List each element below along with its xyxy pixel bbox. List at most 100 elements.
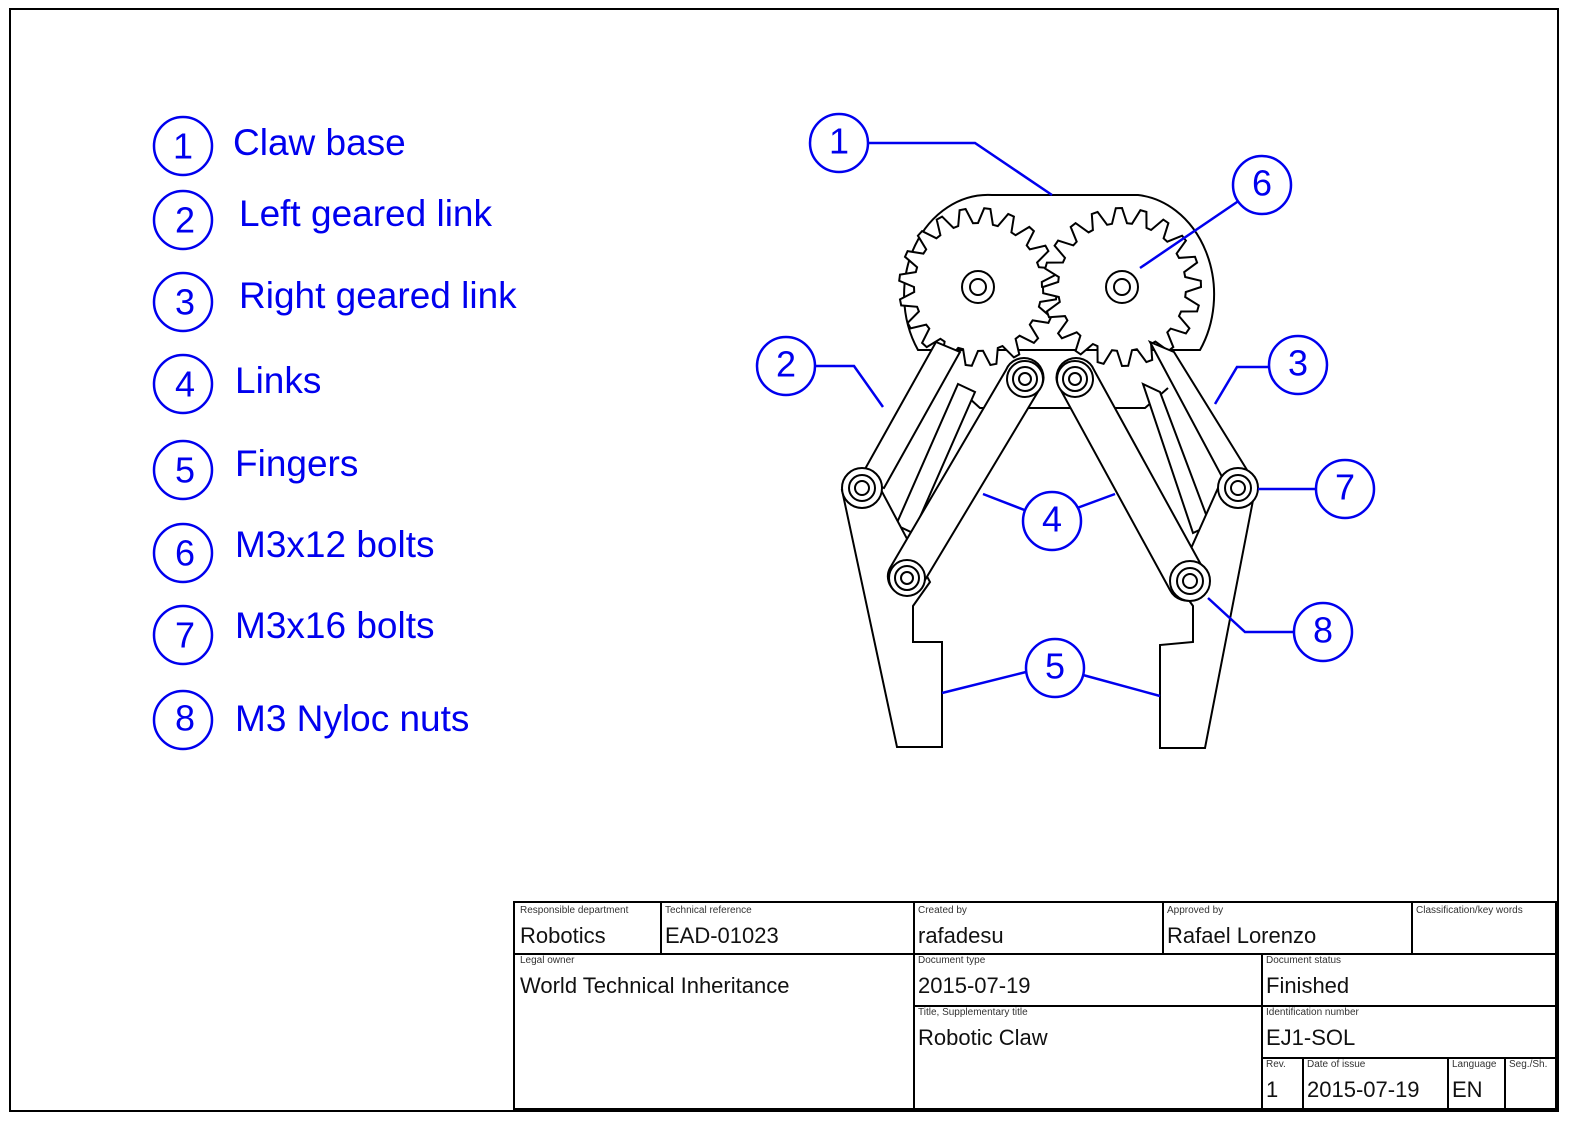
legend-number: 1 (173, 126, 193, 167)
tb-label: Document status (1266, 955, 1342, 966)
tb-classification: Classification/key words (1411, 903, 1557, 955)
right-finger (1159, 486, 1257, 749)
leader-line (941, 670, 1027, 695)
left-finger (840, 486, 943, 748)
legend-balloon-icon (152, 522, 214, 584)
legend-label: Links (235, 360, 321, 401)
tb-value: 1 (1266, 1077, 1279, 1102)
tb-created-by: Created by rafadesu (913, 903, 1164, 955)
tb-value: EN (1452, 1077, 1483, 1102)
legend-balloon-icon (152, 353, 214, 415)
drawing-frame (9, 8, 1559, 1112)
tb-value: rafadesu (918, 923, 1004, 948)
tb-value: 2015-07-19 (1307, 1077, 1420, 1102)
callout-balloon-3 (1267, 334, 1329, 396)
legend-label: Fingers (235, 443, 358, 484)
callout-number: 5 (1045, 646, 1065, 687)
tb-value: Robotics (520, 923, 606, 948)
callout-number: 8 (1313, 610, 1333, 651)
left-geared-link (858, 340, 962, 490)
callout-number: 4 (1042, 499, 1062, 540)
leader-line (1082, 673, 1161, 698)
callout-number: 3 (1288, 343, 1308, 384)
tb-label: Language (1452, 1059, 1497, 1070)
callouts: 1 6 2 3 4 7 8 5 (755, 112, 1376, 699)
callout-balloon-1 (808, 112, 870, 174)
legend-item: 8 M3 Nyloc nuts (152, 689, 469, 751)
legend-balloon-icon (152, 604, 214, 666)
tb-label: Title, Supplementary title (918, 1007, 1028, 1018)
leader-line (1139, 198, 1241, 270)
tb-label: Technical reference (665, 905, 752, 916)
legend-balloon-icon (152, 189, 214, 251)
leader-line (1213, 365, 1270, 405)
callout-number: 6 (1252, 163, 1272, 204)
parts-legend: 1 Claw base 2 Left geared link 3 Right g… (152, 115, 517, 751)
tb-value: EJ1-SOL (1266, 1025, 1356, 1050)
leader-line (868, 141, 1053, 197)
claw-assembly (840, 193, 1259, 749)
legend-balloon-icon (152, 271, 214, 333)
tb-label: Document type (918, 955, 986, 966)
tb-value: Finished (1266, 973, 1350, 998)
pivot-bolt-icon (1006, 360, 1044, 398)
tb-date-of-issue: Date of issue 2015-07-19 (1302, 1057, 1449, 1110)
legend-number: 3 (175, 282, 195, 323)
tb-title: Title, Supplementary title Robotic Claw (913, 1005, 1263, 1110)
tb-document-type: Document type 2015-07-19 (913, 953, 1263, 1007)
tb-label: Approved by (1167, 905, 1224, 916)
callout-balloon-7 (1314, 458, 1376, 520)
tb-document-status: Document status Finished (1261, 953, 1557, 1007)
pivot-bolt-icon (1056, 360, 1094, 398)
callout-balloon-2 (755, 335, 817, 397)
legend-item: 2 Left geared link (152, 189, 493, 251)
tb-language: Language EN (1447, 1057, 1506, 1110)
tb-value: 2015-07-19 (918, 973, 1031, 998)
callout-number: 1 (829, 121, 849, 162)
legend-item: 7 M3x16 bolts (152, 604, 435, 666)
legend-label: M3 Nyloc nuts (235, 698, 469, 739)
tb-label: Responsible department (520, 905, 629, 916)
legend-item: 6 M3x12 bolts (152, 522, 435, 584)
legend-label: Right geared link (239, 275, 517, 316)
tb-label: Seg./Sh. (1509, 1059, 1548, 1070)
tb-sheet: Seg./Sh. (1504, 1057, 1557, 1110)
leader-line (982, 492, 1028, 513)
legend-number: 8 (175, 698, 195, 739)
tb-value: EAD-01023 (665, 923, 779, 948)
tb-revision: Rev. 1 (1261, 1057, 1304, 1110)
tb-label: Date of issue (1307, 1059, 1366, 1070)
gear-bolt-right-icon (1105, 270, 1139, 304)
leader-line (1076, 492, 1116, 510)
legend-balloon-icon (152, 689, 214, 751)
legend-label: M3x12 bolts (235, 524, 435, 565)
tb-label: Rev. (1266, 1059, 1286, 1070)
legend-balloon-icon (152, 439, 214, 501)
legend-number: 5 (175, 450, 195, 491)
legend-balloon-icon (152, 115, 214, 177)
legend-item: 3 Right geared link (152, 271, 517, 333)
tb-label: Classification/key words (1416, 905, 1523, 916)
legend-item: 4 Links (152, 353, 321, 415)
tb-label: Identification number (1266, 1007, 1359, 1018)
legend-number: 7 (175, 615, 195, 656)
gear-bolt-left-icon (961, 270, 995, 304)
legend-item: 1 Claw base (152, 115, 406, 177)
callout-number: 2 (776, 344, 796, 385)
tb-legal-owner: Legal owner World Technical Inheritance (515, 953, 915, 1110)
callout-balloon-8 (1292, 601, 1354, 663)
pivot-bolt-icon (1217, 467, 1259, 509)
legend-label: Left geared link (239, 193, 493, 234)
callout-balloon-5 (1024, 637, 1086, 699)
callout-balloon-6 (1231, 154, 1293, 216)
callout-balloon-4 (1021, 490, 1083, 552)
leader-line (813, 364, 885, 408)
tb-value: World Technical Inheritance (520, 973, 790, 998)
legend-number: 2 (175, 200, 195, 241)
title-block: Responsible department Robotics Technica… (513, 901, 1557, 1110)
legend-number: 4 (175, 364, 195, 405)
callout-number: 7 (1335, 467, 1355, 508)
tb-responsible-department: Responsible department Robotics (515, 903, 662, 955)
pivot-nut-icon (1169, 560, 1211, 602)
